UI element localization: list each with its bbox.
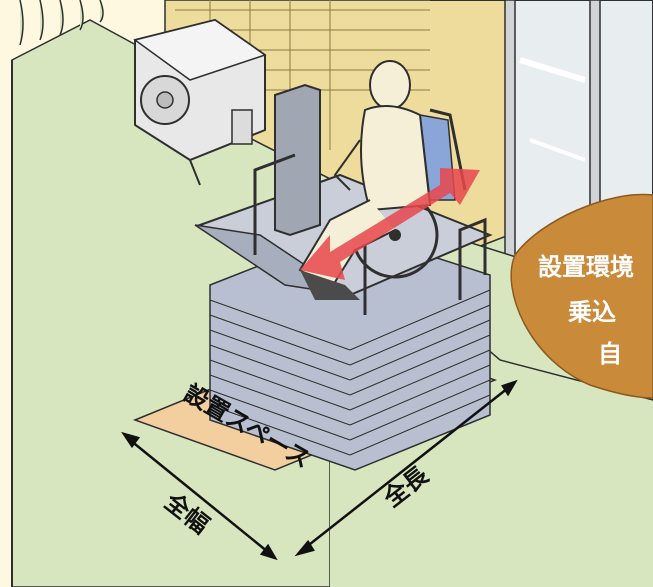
hedge	[19, 0, 104, 46]
dimension-arrows	[121, 379, 518, 561]
callout-bubble	[510, 193, 653, 399]
boarding-direction-arrow-icon	[300, 168, 480, 280]
callout-line-3: 自	[598, 340, 622, 368]
outdoor-ac-unit	[133, 18, 267, 186]
callout-line-1: 設置環境	[538, 253, 634, 281]
callout-line-2: 乗込	[568, 298, 616, 326]
